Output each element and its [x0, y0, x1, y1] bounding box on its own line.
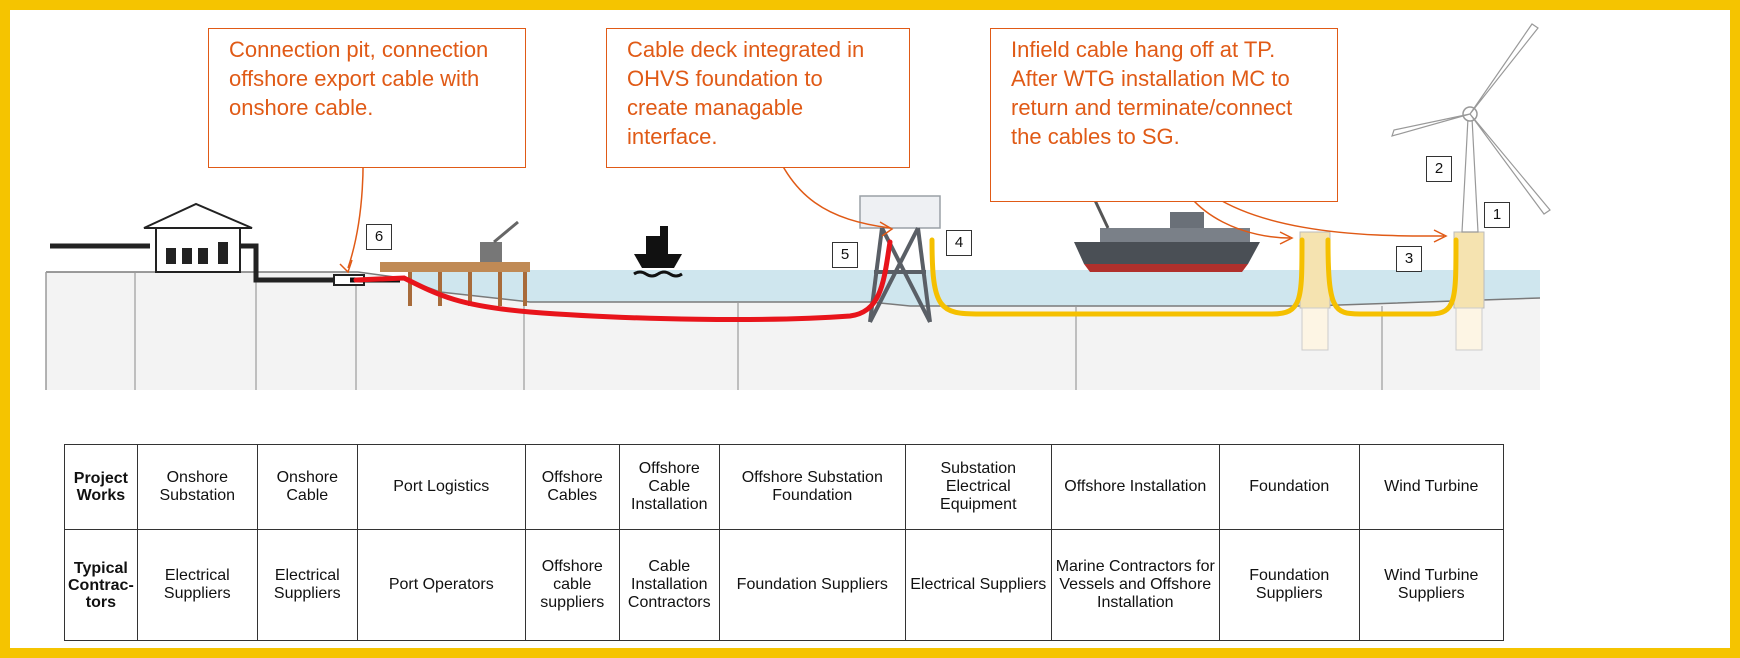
table-cell: Offshore Substation Foundation	[718, 444, 906, 530]
table-cell: Foundation Suppliers	[718, 529, 906, 641]
project-scene	[45, 23, 1551, 390]
table-cell: Wind Turbine	[1358, 444, 1504, 530]
callout-cable-deck: Cable deck integrated in OHVS foundation…	[606, 28, 910, 168]
table-cell: Onshore Cable	[256, 444, 358, 530]
seabed	[46, 272, 1540, 390]
table-cell: Electrical Suppliers	[136, 529, 258, 641]
marker-6: 6	[366, 224, 392, 250]
callout-connection-pit: Connection pit, connection offshore expo…	[208, 28, 526, 168]
installation-vessel-icon	[1074, 193, 1260, 272]
table-cell: Offshore Cable Installation	[618, 444, 720, 530]
marker-5: 5	[832, 242, 858, 268]
seabed-line	[46, 271, 1541, 307]
table-cell: Offshore Cables	[524, 444, 620, 530]
marker-3: 3	[1396, 246, 1422, 272]
table-cell: Wind Turbine Suppliers	[1358, 529, 1504, 641]
ship-icon	[633, 226, 683, 278]
table-cell: Port Operators	[356, 529, 526, 641]
project-works-table: Project Works Onshore Substation Onshore…	[64, 444, 1504, 641]
infield-cable-line	[929, 237, 1305, 317]
foundation-icon	[1299, 231, 1331, 351]
crane-jetty-icon	[380, 220, 530, 306]
wind-turbine-icon	[1391, 23, 1551, 351]
table-cell: Cable Installation Contractors	[618, 529, 720, 641]
row-header: Project Works	[64, 444, 138, 530]
table-cell: Electrical Suppliers	[904, 529, 1052, 641]
section-dividers	[134, 272, 1383, 390]
table-row-typical-contractors: Typical Contrac-tors Electrical Supplier…	[64, 529, 1504, 641]
table-cell: Electrical Suppliers	[256, 529, 358, 641]
table-cell: Port Logistics	[356, 444, 526, 530]
onshore-substation-icon	[50, 202, 365, 286]
table-cell: Foundation Suppliers	[1218, 529, 1360, 641]
table-cell: Foundation	[1218, 444, 1360, 530]
row-header: Typical Contrac-tors	[64, 529, 138, 641]
infield-cable-line-2	[1325, 237, 1459, 317]
table-cell: Offshore Installation	[1050, 444, 1220, 530]
table-cell: Substation Electrical Equipment	[904, 444, 1052, 530]
callout-infield-cable: Infield cable hang off at TP. After WTG …	[990, 28, 1338, 202]
marker-2: 2	[1426, 156, 1452, 182]
export-cable-line	[353, 239, 893, 322]
table-cell: Offshore cable suppliers	[524, 529, 620, 641]
table-cell: Marine Contractors for Vessels and Offsh…	[1050, 529, 1220, 641]
table-row-project-works: Project Works Onshore Substation Onshore…	[64, 444, 1504, 530]
table-cell: Onshore Substation	[136, 444, 258, 530]
marker-4: 4	[946, 230, 972, 256]
marker-1: 1	[1484, 202, 1510, 228]
